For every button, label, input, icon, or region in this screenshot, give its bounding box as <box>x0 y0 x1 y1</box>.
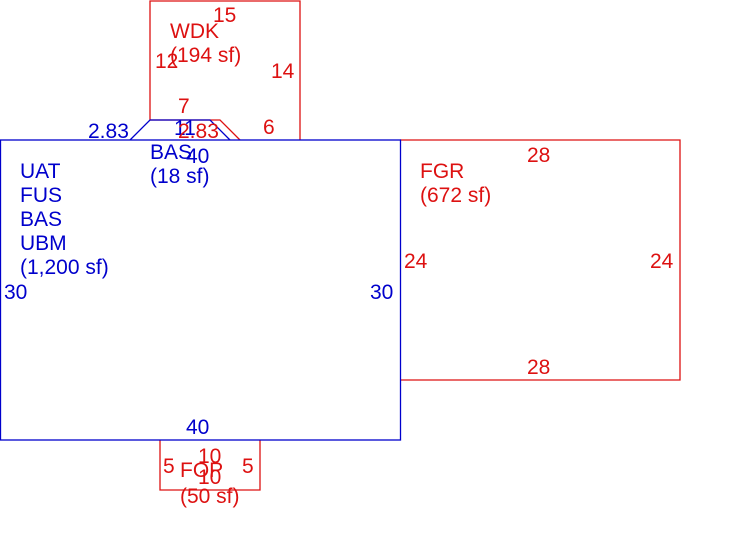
main-code-ubm: UBM <box>20 232 67 255</box>
main-dim-right: 30 <box>370 281 393 304</box>
main-code-uat: UAT <box>20 160 61 183</box>
bas-small-outline <box>129 119 231 141</box>
wdk-area: (194 sf) <box>170 44 241 67</box>
fop-outline <box>159 440 261 491</box>
main-area-value: (1,200 sf) <box>20 256 109 279</box>
fgr-code: FGR <box>420 160 464 183</box>
bas-small-dim-left: 2.83 <box>88 120 129 143</box>
fgr-dim-left: 24 <box>404 250 428 273</box>
main-area-outline <box>0 139 402 441</box>
wdk-dim-top: 15 <box>213 4 236 27</box>
bas-small-area: (18 sf) <box>150 165 210 188</box>
wdk-dim-bottom-left: 7 <box>178 95 190 118</box>
main-code-fus: FUS <box>20 184 62 207</box>
bas-small-dim-right: 2.83 <box>178 120 219 143</box>
fop-code: FOP <box>180 459 223 482</box>
wdk-dim-right: 14 <box>271 60 295 83</box>
fgr-dim-right: 24 <box>650 250 674 273</box>
bas-small-code: BAS <box>150 141 192 164</box>
wdk-code: WDK <box>170 20 219 43</box>
fop-dim-left: 5 <box>163 455 175 478</box>
fop-dim-top: 10 <box>198 445 221 468</box>
fgr-outline <box>400 139 681 381</box>
wdk-dim-bottom-right: 6 <box>263 116 275 139</box>
wdk-dim-left: 12 <box>155 50 178 73</box>
fgr-dim-top: 28 <box>527 144 550 167</box>
main-dim-left: 30 <box>4 281 27 304</box>
main-code-bas: BAS <box>20 208 62 231</box>
main-dim-bottom: 40 <box>186 416 209 439</box>
bas-small-dim-top: 11 <box>174 117 196 140</box>
fgr-area: (672 sf) <box>420 184 491 207</box>
fop-dim-bottom: 10 <box>198 466 221 489</box>
fgr-dim-bottom: 28 <box>527 356 550 379</box>
main-dim-top: 40 <box>186 145 209 168</box>
fop-dim-right: 5 <box>242 455 254 478</box>
fop-area: (50 sf) <box>180 485 240 508</box>
